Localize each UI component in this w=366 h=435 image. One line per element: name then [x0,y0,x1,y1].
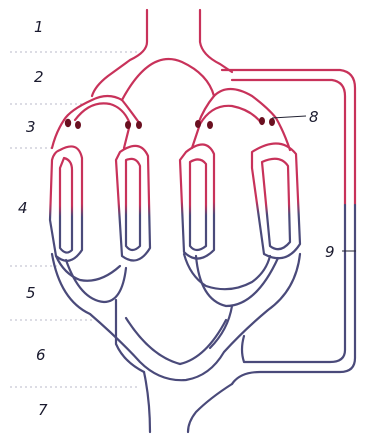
artery-right-branch [214,89,276,118]
zone-label-7: 7 [38,401,48,419]
sphincter-6 [207,121,213,129]
sphincter-2 [75,121,81,129]
callouts: 8 9 [272,108,356,261]
callout-label-8: 8 [309,108,319,126]
venule-right-inner [196,256,278,306]
artery-bifurcation [122,59,214,100]
capillary-loop-1-outer [50,146,82,260]
artery-left-inner [122,100,140,124]
shunt-inner-venous [242,205,345,362]
zone-label-6: 6 [36,346,46,364]
shunt-outer-venous [232,205,355,384]
artery-trunk-left-wall [92,10,147,96]
capillary-loop-4-outer [252,143,300,258]
sphincter-5 [195,120,201,128]
artery-trunk-right-wall [200,10,232,72]
venous-tree [52,254,300,432]
sphincter-3 [125,121,131,129]
capillary-loop-4-inner [262,159,290,249]
artery-left-branch [64,96,122,120]
vein-trunk-left-wall [144,372,150,432]
venule-left-inner [66,260,126,302]
vein-trunk-right-wall [188,384,232,432]
sphincter-7 [259,117,265,125]
sphincter-1 [65,119,71,127]
zone-label-2: 2 [34,68,44,86]
sphincter-4 [136,121,142,129]
zone-label-4: 4 [18,199,28,217]
capillary-loop-1-inner [60,158,72,253]
callout-label-9: 9 [325,243,335,261]
capillary-loops [50,118,300,261]
zone-label-3: 3 [26,118,36,136]
zone-labels: 1 2 3 4 5 6 7 [18,18,48,419]
sphincter-8 [269,118,275,126]
capillary-loop-3-inner [190,159,206,250]
sphincters [65,117,275,129]
capillary-loop-2-outer [116,146,150,261]
zone-label-1: 1 [34,18,44,36]
vein-inner-arc [126,318,226,364]
capillary-loop-3-outer [180,144,214,258]
zone-label-5: 5 [26,284,36,302]
arterial-tree [64,10,276,124]
arteriole-left [75,103,130,124]
capillary-loop-2-inner [126,159,140,250]
callout-8-pointer [272,116,306,118]
feeder-1 [52,120,64,148]
